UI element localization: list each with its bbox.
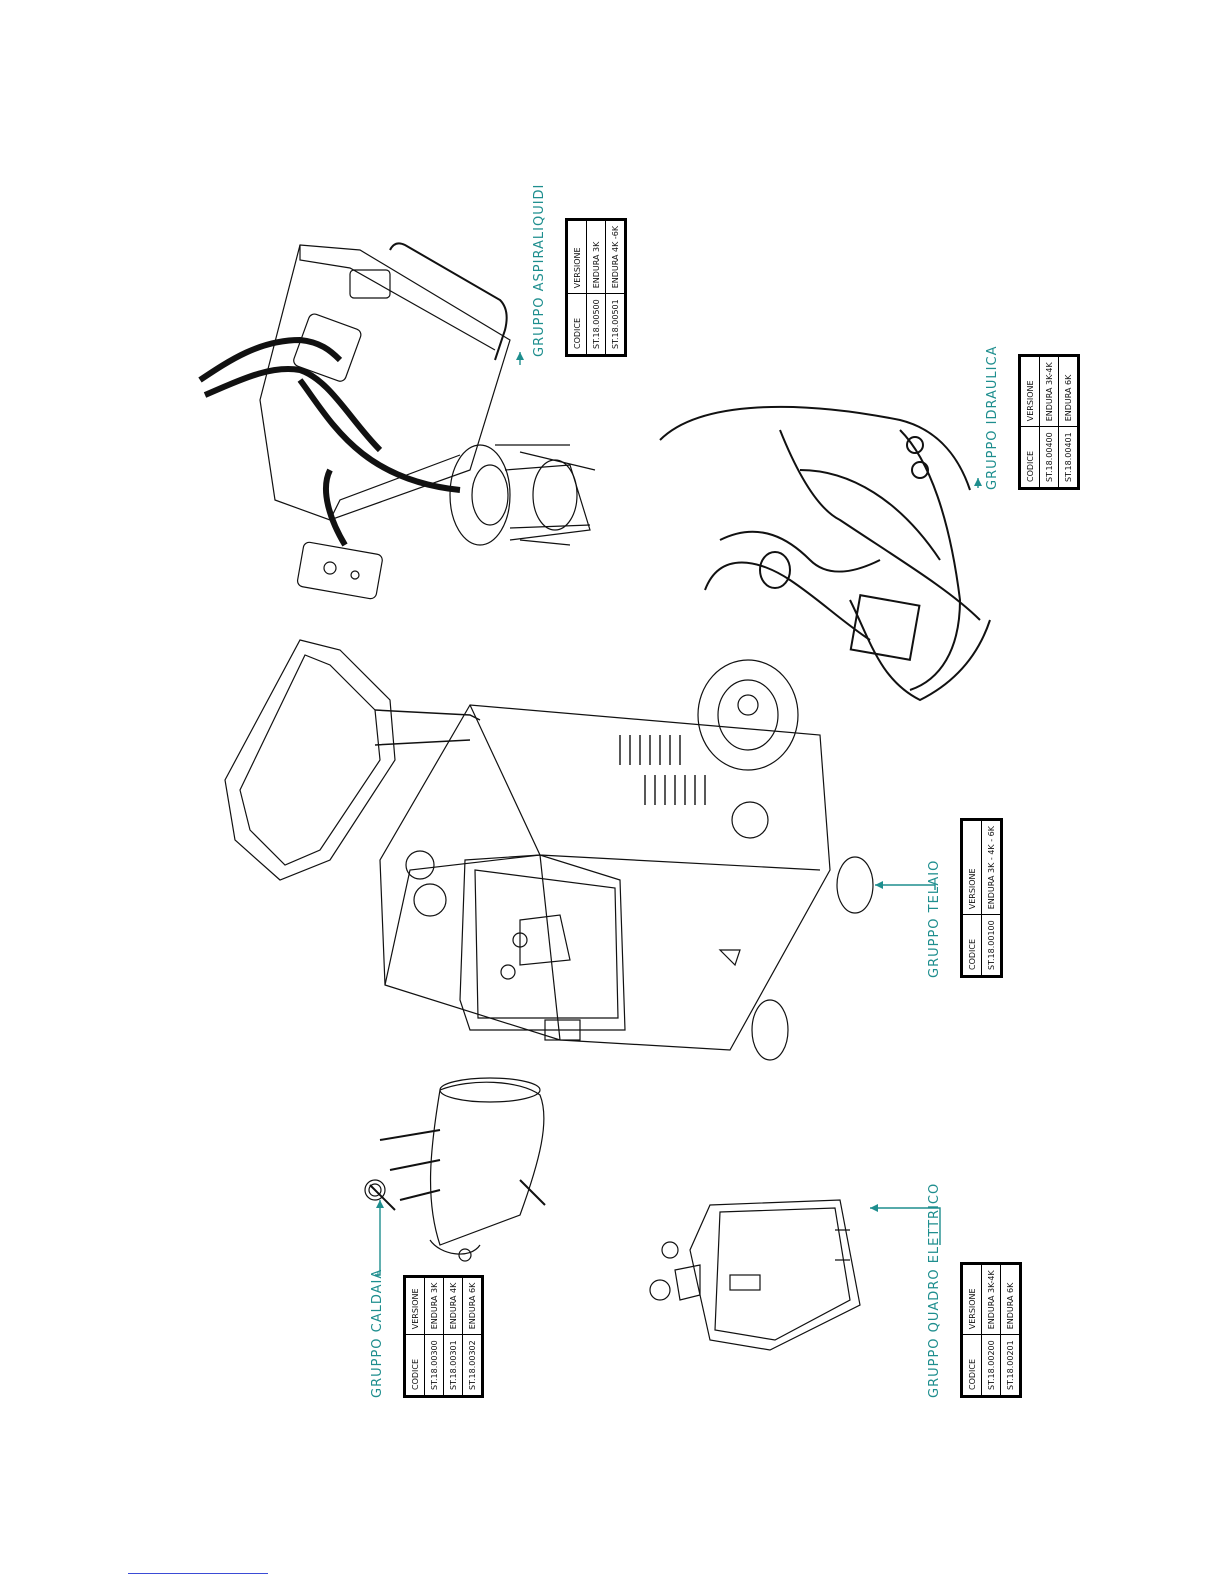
header-version: VERSIONE: [1019, 355, 1040, 427]
table-row: CODICE VERSIONE: [1019, 355, 1040, 489]
table-row: ST.18.00201 ENDURA 6K: [1000, 1263, 1021, 1397]
table-row: ST.18.00401 ENDURA 6K: [1058, 355, 1079, 489]
table-row: ST.18.00301 ENDURA 4K: [443, 1276, 463, 1397]
header-code: CODICE: [961, 1334, 982, 1397]
code-cell: ST.18.00400: [1039, 426, 1059, 489]
version-cell: ENDURA 3K-4K: [1039, 355, 1059, 427]
footnote-separator: [128, 1573, 268, 1574]
table-row: CODICE VERSIONE: [961, 819, 982, 977]
version-cell: ENDURA 3K - 4K - 6K: [981, 819, 1002, 915]
idraulica-title: GRUPPO IDRAULICA: [985, 345, 1000, 490]
idraulica-code-table: CODICE VERSIONE ST.18.00400 ENDURA 3K-4K…: [1018, 354, 1080, 490]
table-row: ST.18.00300 ENDURA 3K: [424, 1276, 444, 1397]
version-cell: ENDURA 6K: [1058, 355, 1079, 427]
code-cell: ST.18.00302: [462, 1334, 483, 1397]
quadro-elettrico-title: GRUPPO QUADRO ELETTRICO: [927, 1182, 942, 1398]
table-row: CODICE VERSIONE: [961, 1263, 982, 1397]
header-version: VERSIONE: [404, 1276, 425, 1335]
header-code: CODICE: [566, 293, 587, 356]
table-row: ST.18.00400 ENDURA 3K-4K: [1039, 355, 1059, 489]
version-cell: ENDURA 3K-4K: [981, 1263, 1001, 1335]
leader-lines: [375, 352, 979, 1276]
caldaia-callout: GRUPPO CALDAIA CODICE VERSIONE ST.18.003…: [370, 1269, 484, 1398]
table-row: ST.18.00500 ENDURA 3K: [586, 219, 606, 356]
header-code: CODICE: [1019, 426, 1040, 489]
code-cell: ST.18.00100: [981, 914, 1002, 977]
code-cell: ST.18.00201: [1000, 1334, 1021, 1397]
telaio-callout: GRUPPO TELAIO CODICE VERSIONE ST.18.0010…: [927, 818, 1003, 978]
code-cell: ST.18.00300: [424, 1334, 444, 1397]
table-row: ST.18.00501 ENDURA 4K -6K: [605, 219, 626, 356]
telaio-title: GRUPPO TELAIO: [927, 859, 942, 978]
aspiraliquidi-callout: GRUPPO ASPIRALIQUIDI CODICE VERSIONE ST.…: [532, 184, 627, 357]
code-cell: ST.18.00501: [605, 293, 626, 356]
header-version: VERSIONE: [566, 219, 587, 294]
vacuum-group-illustration: [198, 242, 596, 600]
idraulica-callout: GRUPPO IDRAULICA CODICE VERSIONE ST.18.0…: [985, 346, 1080, 490]
hydraulic-group-illustration: [659, 405, 991, 702]
frame-group-illustration: [224, 639, 874, 1061]
table-row: ST.18.00100 ENDURA 3K - 4K - 6K: [981, 819, 1002, 977]
aspiraliquidi-title: GRUPPO ASPIRALIQUIDI: [532, 183, 547, 357]
version-cell: ENDURA 3K: [586, 219, 606, 294]
version-cell: ENDURA 3K: [424, 1276, 444, 1335]
code-cell: ST.18.00500: [586, 293, 606, 356]
caldaia-title: GRUPPO CALDAIA: [370, 1268, 385, 1398]
leader-arrowheads: [376, 352, 982, 1212]
quadro-elettrico-callout: GRUPPO QUADRO ELETTRICO CODICE VERSIONE …: [927, 1183, 1022, 1398]
version-cell: ENDURA 4K -6K: [605, 219, 626, 294]
header-code: CODICE: [961, 914, 982, 977]
aspiraliquidi-code-table: CODICE VERSIONE ST.18.00500 ENDURA 3K ST…: [565, 217, 627, 357]
header-version: VERSIONE: [961, 1263, 982, 1335]
version-cell: ENDURA 6K: [1000, 1263, 1021, 1335]
header-code: CODICE: [404, 1334, 425, 1397]
electric-panel-group-illustration: [649, 1199, 861, 1351]
code-cell: ST.18.00301: [443, 1334, 463, 1397]
quadro-elettrico-code-table: CODICE VERSIONE ST.18.00200 ENDURA 3K-4K…: [960, 1262, 1022, 1398]
boiler-group-illustration: [364, 1077, 546, 1262]
table-row: ST.18.00200 ENDURA 3K-4K: [981, 1263, 1001, 1397]
code-cell: ST.18.00401: [1058, 426, 1079, 489]
header-version: VERSIONE: [961, 819, 982, 915]
telaio-code-table: CODICE VERSIONE ST.18.00100 ENDURA 3K - …: [960, 818, 1003, 978]
code-cell: ST.18.00200: [981, 1334, 1001, 1397]
table-row: ST.18.00302 ENDURA 6K: [462, 1276, 483, 1397]
caldaia-code-table: CODICE VERSIONE ST.18.00300 ENDURA 3K ST…: [403, 1274, 484, 1398]
table-row: CODICE VERSIONE: [566, 219, 587, 356]
version-cell: ENDURA 6K: [462, 1276, 483, 1335]
table-row: CODICE VERSIONE: [404, 1276, 425, 1397]
version-cell: ENDURA 4K: [443, 1276, 463, 1335]
